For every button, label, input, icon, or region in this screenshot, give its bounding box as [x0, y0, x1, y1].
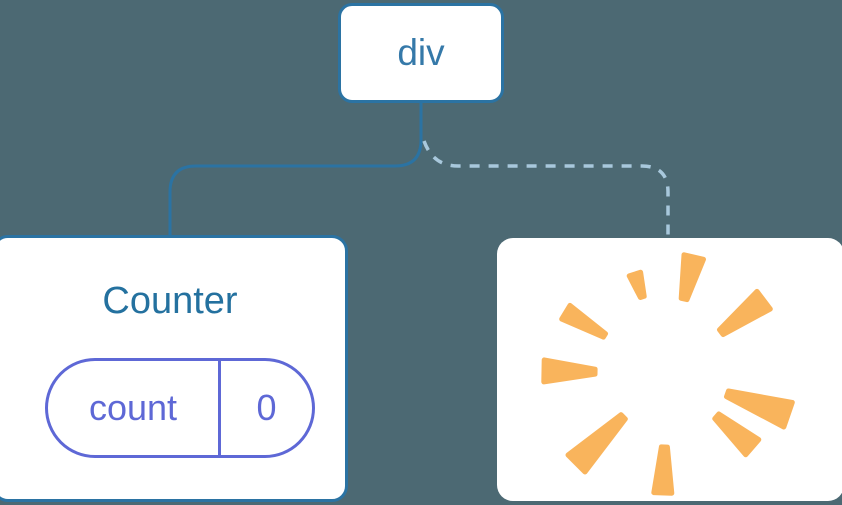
poof-ray	[724, 388, 795, 430]
poof-ray	[678, 252, 706, 303]
poof-ray	[712, 411, 762, 458]
state-value-label: 0	[256, 387, 277, 428]
tree-node-counter: Counter count 0	[0, 235, 348, 502]
poof-ray	[717, 288, 773, 337]
state-key-label: count	[48, 361, 221, 455]
tree-node-div: div	[338, 3, 504, 103]
solid-connector-line	[168, 101, 423, 237]
poof-ray	[626, 269, 647, 300]
poof-ray	[559, 302, 608, 340]
poof-ray	[565, 412, 628, 475]
counter-title: Counter	[102, 280, 238, 322]
dashed-connector-line	[422, 140, 670, 238]
state-pill: count 0	[45, 358, 315, 458]
poof-ray	[541, 357, 598, 385]
node-div-label: div	[397, 32, 445, 73]
tree-node-removed	[497, 238, 842, 501]
poof-ray	[651, 444, 675, 496]
poof-burst-icon	[541, 252, 795, 496]
